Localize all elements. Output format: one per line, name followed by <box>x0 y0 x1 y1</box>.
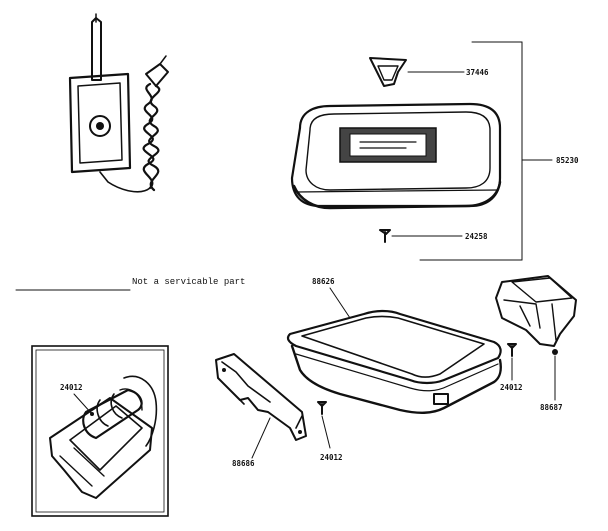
hinge-right-screw: 24012 <box>500 343 523 392</box>
cover-screw: 24258 <box>379 229 488 243</box>
label-screw: 24258 <box>465 232 488 241</box>
inset-detail: 24012 <box>31 345 169 517</box>
label-hinge-left-screw: 24012 <box>320 453 343 462</box>
hinge-right: 88687 <box>495 275 577 412</box>
label-knob: 37446 <box>466 68 489 77</box>
skillet-cover: 85230 <box>290 41 579 261</box>
label-hinge-left: 88686 <box>232 459 255 468</box>
pan-note: Not a servicable part 88626 <box>15 277 351 319</box>
label-hinge-right: 88687 <box>540 403 563 412</box>
label-cover: 85230 <box>556 156 579 165</box>
cover-knob: 37446 <box>369 57 489 87</box>
label-inset-screw: 24012 <box>60 383 83 392</box>
skillet-pan <box>286 309 502 414</box>
hinge-left: 88686 <box>215 353 307 468</box>
label-pan: 88626 <box>312 277 335 286</box>
label-hinge-right-screw: 24012 <box>500 383 523 392</box>
temperature-control-probe <box>68 13 169 193</box>
label-pan-note: Not a servicable part <box>132 277 245 287</box>
hinge-left-screw: 24012 <box>317 401 343 462</box>
